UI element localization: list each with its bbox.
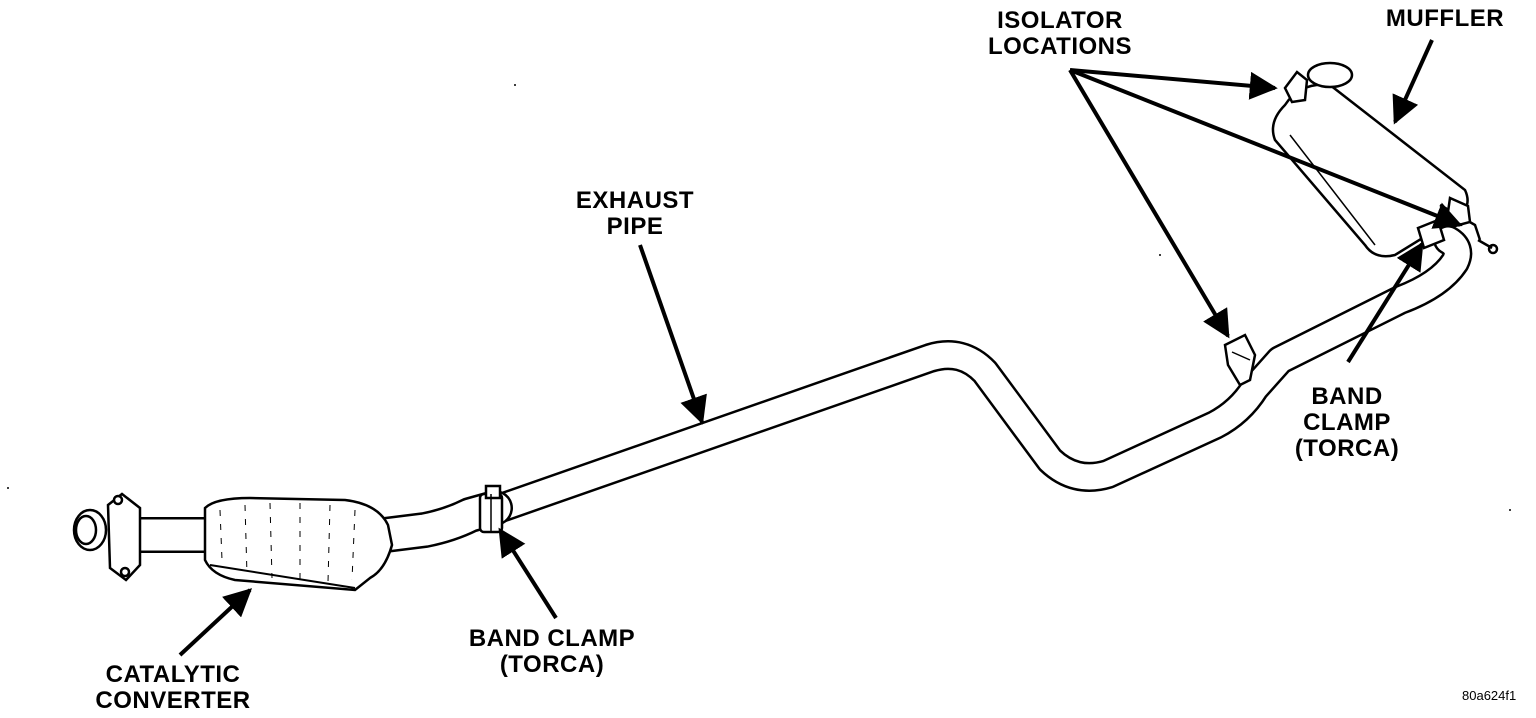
catalytic-label-line1: CATALYTIC bbox=[105, 661, 241, 688]
isolator-label-line2: LOCATIONS bbox=[987, 33, 1133, 60]
band-clamp-left-label: BAND CLAMP (TORCA) bbox=[452, 626, 652, 678]
isolator-arrow-upper bbox=[1069, 68, 1278, 100]
band-clamp-left-line1: BAND CLAMP bbox=[468, 625, 636, 652]
catalytic-converter-label: CATALYTIC CONVERTER bbox=[78, 662, 268, 714]
band-clamp-right-line1: BAND bbox=[1311, 383, 1383, 410]
band-clamp-right-label: BAND CLAMP (TORCA) bbox=[1282, 384, 1412, 462]
exhaust-label-line1: EXHAUST bbox=[575, 187, 695, 214]
exhaust-pipe-label: EXHAUST PIPE bbox=[560, 188, 710, 240]
isolator-label-line1: ISOLATOR bbox=[997, 7, 1123, 34]
exhaust-pipe-arrow bbox=[638, 244, 707, 425]
catalytic-label-line2: CONVERTER bbox=[95, 687, 251, 714]
band-clamp-left bbox=[478, 484, 504, 534]
leader-arrows bbox=[178, 39, 1463, 657]
figure-code: 80a624f1 bbox=[1462, 688, 1517, 703]
band-clamp-left-arrow bbox=[498, 527, 558, 620]
band-clamp-left-line2: (TORCA) bbox=[499, 651, 605, 678]
band-clamp-right-line3: (TORCA) bbox=[1294, 435, 1400, 462]
muffler-arrow bbox=[1392, 39, 1434, 125]
exhaust-label-line2: PIPE bbox=[606, 213, 664, 240]
isolator-arrow-mid bbox=[1068, 68, 1230, 339]
inlet-pipe bbox=[112, 490, 513, 553]
exhaust-pipe bbox=[480, 225, 1473, 525]
isolator-locations-label: ISOLATOR LOCATIONS bbox=[975, 8, 1145, 60]
isolator-arrow-rear bbox=[1069, 68, 1463, 229]
catalytic-converter-arrow bbox=[178, 588, 253, 657]
muffler-label: MUFFLER bbox=[1385, 5, 1505, 32]
inlet-flange bbox=[72, 492, 142, 582]
muffler-body bbox=[1271, 61, 1499, 258]
band-clamp-right-line2: CLAMP bbox=[1303, 409, 1391, 436]
scan-specks bbox=[7, 84, 1511, 511]
catalytic-converter bbox=[203, 496, 394, 592]
band-clamp-right-arrow bbox=[1346, 241, 1424, 364]
isolator-mid bbox=[1223, 333, 1257, 387]
